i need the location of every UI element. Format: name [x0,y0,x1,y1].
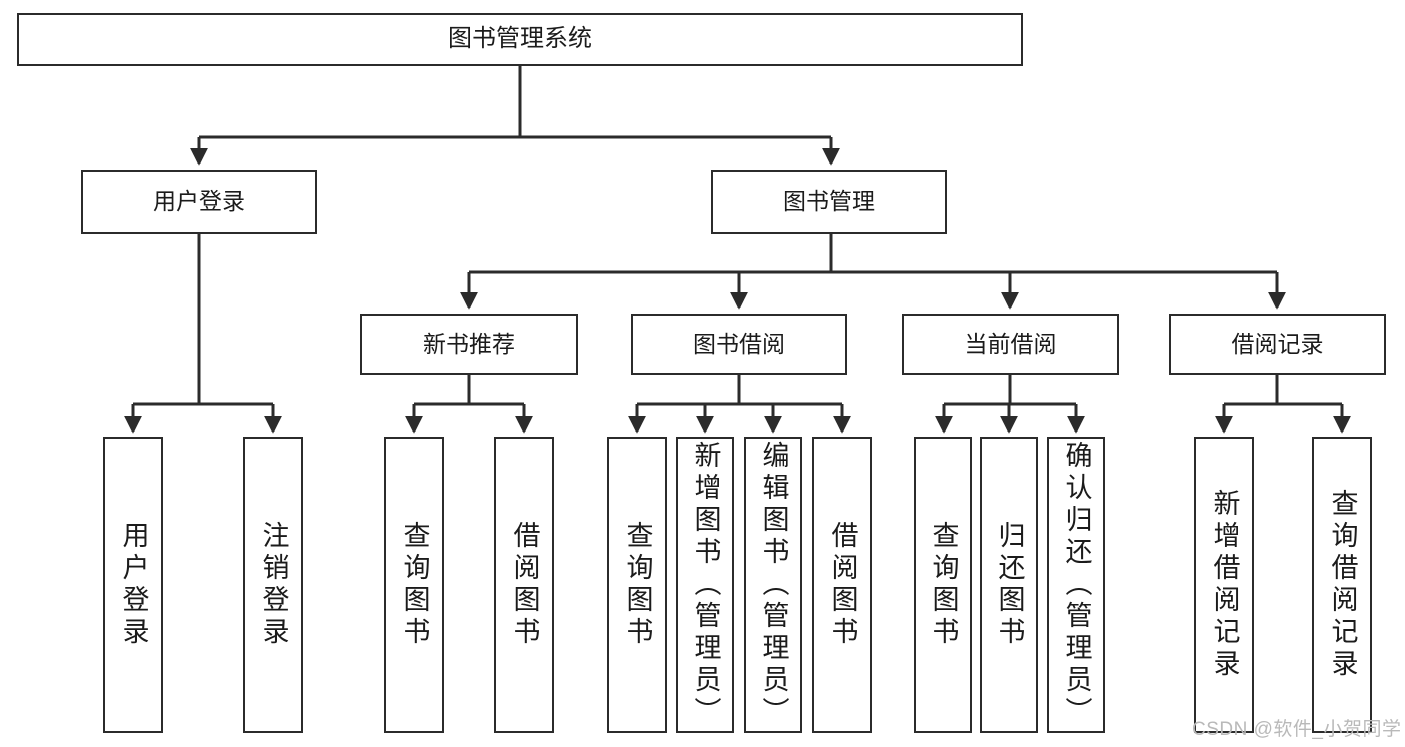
node-label: 新增图书（管理员） [690,441,721,729]
leaf-query-book-new[interactable]: 查询图书 [384,437,444,733]
leaf-borrow-book-new[interactable]: 借阅图书 [494,437,554,733]
node-label: 新增借阅记录 [1209,489,1240,681]
node-label: 借阅记录 [1231,330,1324,357]
node-label: 确认归还（管理员） [1061,441,1092,729]
node-label: 图书管理系统 [448,25,592,53]
node-label: 图书借阅 [693,330,785,357]
node-label: 借阅图书 [509,521,540,649]
node-book-borrow[interactable]: 图书借阅 [631,314,847,375]
node-borrow-record[interactable]: 借阅记录 [1169,314,1386,375]
leaf-query-book-current[interactable]: 查询图书 [914,437,972,733]
node-label: 新书推荐 [423,330,515,357]
node-label: 图书管理 [783,188,875,215]
node-user-login[interactable]: 用户登录 [81,170,317,234]
node-label: 当前借阅 [964,330,1057,357]
leaf-add-borrow-record[interactable]: 新增借阅记录 [1194,437,1254,733]
node-label: 查询借阅记录 [1327,489,1358,681]
node-label: 注销登录 [258,521,289,649]
leaf-add-book[interactable]: 新增图书（管理员） [676,437,734,733]
node-label: 查询图书 [928,521,959,649]
leaf-edit-book[interactable]: 编辑图书（管理员） [744,437,802,733]
leaf-user-logout[interactable]: 注销登录 [243,437,303,733]
node-label: 用户登录 [153,188,245,215]
leaf-confirm-return[interactable]: 确认归还（管理员） [1047,437,1105,733]
node-label: 查询图书 [622,521,653,649]
node-current-borrow[interactable]: 当前借阅 [902,314,1119,375]
node-label: 借阅图书 [827,521,858,649]
node-label: 查询图书 [399,521,430,649]
node-label: 归还图书 [994,521,1025,649]
leaf-return-book[interactable]: 归还图书 [980,437,1038,733]
node-book-manage[interactable]: 图书管理 [711,170,947,234]
csdn-watermark: CSDN @软件_小贺同学 [1192,719,1402,740]
node-label: 编辑图书（管理员） [758,441,789,729]
leaf-borrow-book[interactable]: 借阅图书 [812,437,872,733]
leaf-user-login[interactable]: 用户登录 [103,437,163,733]
node-new-book-recommend[interactable]: 新书推荐 [360,314,578,375]
node-label: 用户登录 [118,521,149,649]
node-root-system[interactable]: 图书管理系统 [17,13,1023,66]
leaf-query-borrow-record[interactable]: 查询借阅记录 [1312,437,1372,733]
leaf-query-book-borrow[interactable]: 查询图书 [607,437,667,733]
